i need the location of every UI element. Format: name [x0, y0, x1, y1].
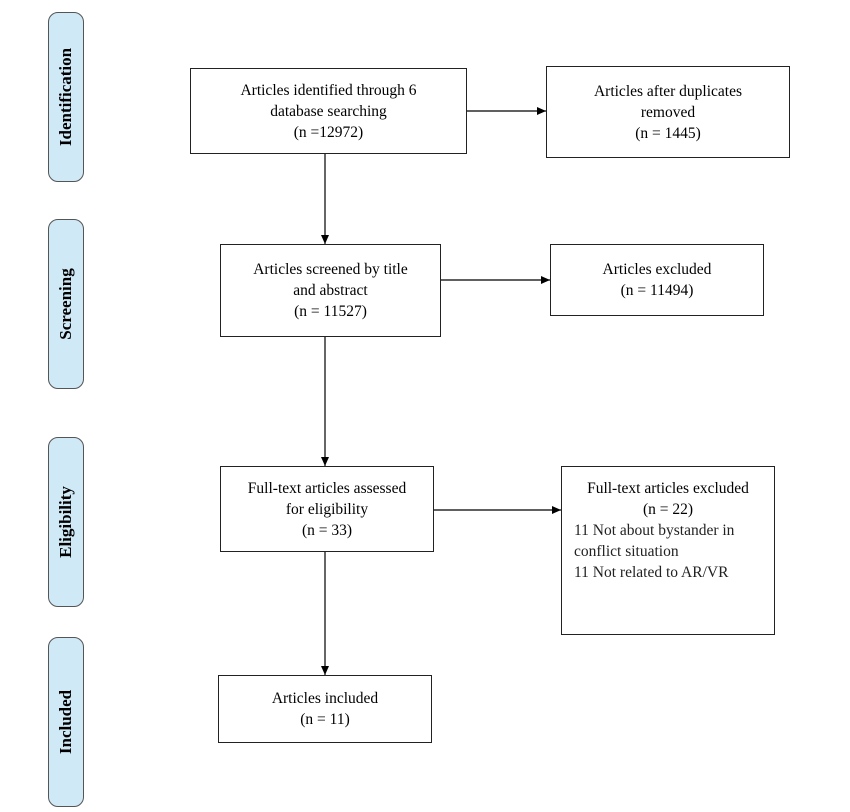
- included-box: Articles included (n = 11): [218, 675, 432, 743]
- screened-line-1: Articles screened by title: [253, 261, 408, 278]
- identified-box: Articles identified through 6 database s…: [190, 68, 467, 154]
- included-line-1: Articles included: [271, 690, 379, 707]
- phase-screening: Screening: [48, 219, 84, 389]
- exclusion-reason: 11 Not about bystander in: [574, 522, 735, 539]
- screened-count: (n = 11527): [294, 303, 367, 320]
- duplicates-line-2: removed: [640, 103, 696, 121]
- excluded-line-1: Articles excluded: [602, 261, 712, 278]
- fulltext-excluded-box: Full-text articles excluded (n = 22) 11 …: [561, 466, 775, 635]
- identified-count: (n =12972): [293, 123, 364, 141]
- phase-identification: Identification: [48, 12, 84, 182]
- fulltext-excluded-count: (n = 22): [642, 501, 694, 518]
- duplicates-box: Articles after duplicates removed (n = 1…: [546, 66, 790, 158]
- assessed-line-1: Full-text articles assessed: [247, 479, 407, 497]
- assessed-count: (n = 33): [301, 521, 353, 539]
- excluded-box: Articles excluded (n = 11494): [550, 244, 764, 316]
- phase-included: Included: [48, 637, 84, 807]
- exclusion-reason: 11 Not related to AR/VR: [574, 564, 729, 581]
- identified-line-2: database searching: [270, 102, 387, 120]
- duplicates-count: (n = 1445): [635, 124, 701, 142]
- duplicates-line-1: Articles after duplicates: [593, 82, 743, 100]
- screened-box: Articles screened by title and abstract …: [220, 244, 441, 337]
- identified-line-1: Articles identified through 6: [240, 81, 417, 99]
- excluded-count: (n = 11494): [620, 282, 694, 299]
- exclusion-reason: conflict situation: [574, 543, 679, 560]
- included-count: (n = 11): [300, 711, 350, 728]
- screened-line-2: and abstract: [293, 282, 368, 299]
- assessed-line-2: for eligibility: [285, 500, 369, 518]
- assessed-box: Full-text articles assessed for eligibil…: [220, 466, 434, 552]
- phase-eligibility: Eligibility: [48, 437, 84, 607]
- fulltext-excluded-title: Full-text articles excluded: [587, 480, 749, 497]
